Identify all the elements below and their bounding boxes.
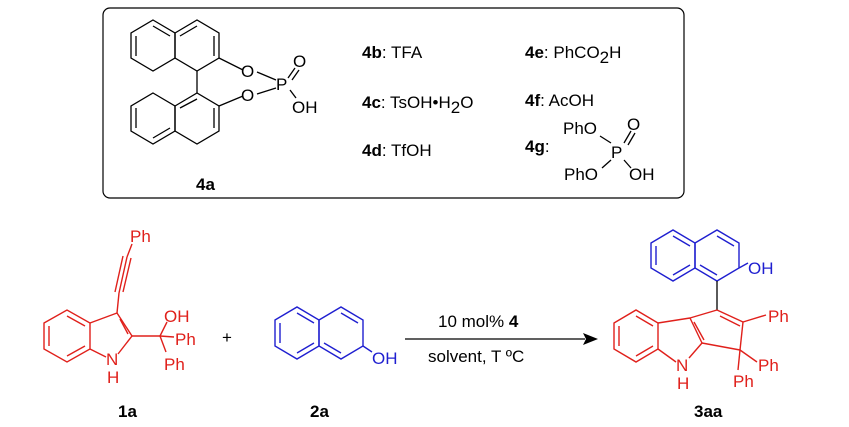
svg-text:4d: TfOH: 4d: TfOH: [362, 141, 432, 160]
binol-phosphoric-acid-structure: [130, 19, 300, 145]
3aa-phenyl-2: Ph: [758, 356, 779, 375]
1a-phenyl-1: Ph: [175, 330, 196, 349]
catalyst-4d: 4d: TfOH: [362, 141, 432, 160]
4a-phosphorus: P: [276, 75, 287, 94]
1a-label: 1a: [118, 402, 137, 421]
svg-text:4e: PhCO2H: 4e: PhCO2H: [525, 43, 621, 67]
compound-2a-structure: [274, 306, 373, 360]
4a-label: 4a: [196, 175, 215, 194]
diphenyl-phosphate-structure: [599, 130, 636, 169]
1a-phenyl-2: Ph: [164, 355, 185, 374]
4a-ring-oxygen-bottom: O: [241, 86, 254, 105]
4g-phosphorus: P: [611, 143, 622, 162]
3aa-label: 3aa: [694, 402, 723, 421]
4a-phosphoryl-oxygen: O: [293, 52, 306, 71]
compound-1a-structure: [43, 243, 175, 363]
conditions-solvent-temperature: solvent, T ºC: [428, 347, 524, 366]
plus-sign: +: [222, 328, 232, 347]
4g-phenoxy-bottom: PhO: [564, 165, 598, 184]
svg-text:4f: AcOH: 4f: AcOH: [525, 91, 594, 110]
catalyst-4g: 4g:: [525, 137, 550, 156]
svg-text:4b: TFA: 4b: TFA: [362, 43, 423, 62]
4g-phosphoryl-oxygen: O: [627, 115, 640, 134]
catalyst-4f: 4f: AcOH: [525, 91, 594, 110]
1a-nitrogen: N: [106, 350, 118, 369]
3aa-nitrogen-hydrogen: H: [677, 374, 689, 393]
product-3aa-core-structure: [613, 281, 767, 371]
svg-text:4c: TsOH•H2O: 4c: TsOH•H2O: [362, 93, 474, 117]
4a-ring-oxygen-top: O: [241, 62, 254, 81]
conditions-catalyst: 10 mol% 4: [438, 312, 519, 331]
reaction-arrowhead: [583, 333, 598, 345]
catalyst-4e: 4e: PhCO2H: [525, 43, 621, 67]
3aa-nitrogen: N: [676, 356, 688, 375]
4a-hydroxyl: OH: [292, 98, 318, 117]
catalyst-box: [102, 7, 685, 199]
3aa-phenyl-1: Ph: [768, 307, 789, 326]
product-3aa-naphthol-structure: [650, 229, 749, 282]
svg-text:4g:: 4g:: [525, 137, 550, 156]
3aa-hydroxyl: OH: [748, 259, 774, 278]
3aa-phenyl-3: Ph: [733, 372, 754, 391]
catalyst-4b: 4b: TFA: [362, 43, 423, 62]
1a-alkyne-phenyl: Ph: [130, 227, 151, 246]
4g-hydroxyl: OH: [629, 165, 655, 184]
2a-label: 2a: [310, 402, 329, 421]
catalyst-4c: 4c: TsOH•H2O: [362, 93, 474, 117]
2a-hydroxyl: OH: [372, 349, 398, 368]
1a-hydroxyl: OH: [164, 307, 190, 326]
4g-phenoxy-top: PhO: [563, 119, 597, 138]
1a-nitrogen-hydrogen: H: [107, 368, 119, 387]
